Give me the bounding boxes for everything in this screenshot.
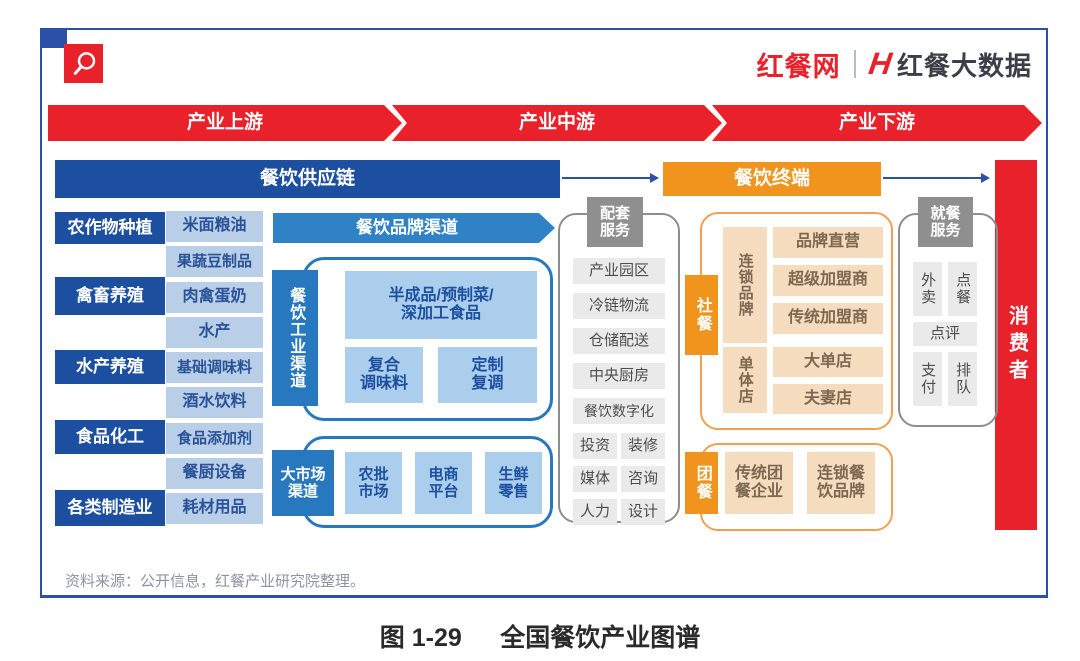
fresh-retail-box: 生鲜 零售: [485, 452, 542, 514]
upstream-product: 食品添加剂: [166, 423, 263, 454]
service-item: 点餐: [948, 262, 977, 316]
connector-line-2: [883, 177, 981, 179]
chain-brand-tab: 连锁品牌: [723, 227, 767, 343]
compound-seasoning-box: 复合 调味料: [345, 347, 423, 403]
social-dining-tab: 社餐: [685, 275, 718, 355]
support-item: 餐饮数字化: [573, 398, 665, 424]
support-item: 中央厨房: [573, 363, 665, 389]
support-item: 冷链物流: [573, 293, 665, 319]
group-dining-tab: 团餐: [685, 452, 718, 514]
upstream-product: 肉禽蛋奶: [166, 282, 263, 313]
brand-direct-box: 品牌直营: [773, 227, 883, 258]
single-store-label: 单体店: [736, 356, 754, 404]
stage-downstream-arrow: 产业下游: [712, 105, 1042, 141]
support-services-header: 配套 服务: [587, 197, 643, 247]
stage-midstream-arrow: 产业中游: [392, 105, 722, 141]
source-note: 资料来源：公开信息，红餐产业研究院整理。: [65, 573, 366, 590]
figure-caption: 图 1-29 全国餐饮产业图谱: [0, 618, 1080, 654]
consumer-label: 消费者: [1005, 304, 1028, 386]
upstream-category: 食品化工: [55, 420, 165, 454]
figure-title: 全国餐饮产业图谱: [500, 624, 701, 652]
hongcan-bigdata-logo-icon: H: [866, 46, 894, 81]
supply-chain-header: 餐饮供应链: [55, 160, 560, 198]
large-store-box: 大单店: [773, 347, 883, 377]
support-item: 仓储配送: [573, 328, 665, 354]
consumer-bar: 消费者: [995, 160, 1037, 530]
traditional-group-box: 传统团 餐企业: [725, 452, 793, 514]
upstream-product: 耗材用品: [166, 493, 263, 524]
upstream-category: 农作物种植: [55, 212, 165, 244]
market-channel-tab: 大市场 渠道: [272, 450, 334, 516]
service-item: 外卖: [913, 262, 942, 316]
hongcan-bigdata-label: 红餐大数据: [896, 50, 1032, 81]
farm-wholesale-box: 农批 市场: [345, 452, 402, 514]
upstream-category: 水产养殖: [55, 350, 165, 384]
stage-upstream-arrow: 产业上游: [48, 105, 402, 141]
brand-divider: [853, 50, 856, 78]
service-item: 点评: [913, 322, 977, 346]
upstream-category: 禽畜养殖: [55, 277, 165, 315]
arrow-right-icon: [981, 173, 990, 183]
hongcanwang-logo: 红餐网: [756, 51, 841, 82]
upstream-product: 米面粮油: [166, 211, 263, 242]
upstream-product: 餐厨设备: [166, 458, 263, 489]
super-franchisee-box: 超级加盟商: [773, 265, 883, 296]
stage-midstream-label: 产业中游: [518, 112, 595, 134]
chain-catering-box: 连锁餐 饮品牌: [807, 452, 875, 514]
service-item: 支付: [913, 352, 942, 406]
support-item: 装修: [621, 433, 665, 459]
upstream-product: 水产: [166, 317, 263, 348]
payment-label: 支付: [919, 362, 937, 396]
support-item: 人力: [573, 499, 617, 525]
takeout-label: 外卖: [919, 272, 937, 306]
custom-seasoning-box: 定制 复调: [438, 347, 537, 403]
support-item: 投资: [573, 433, 617, 459]
dining-services-header: 就餐 服务: [918, 197, 973, 247]
ordering-label: 点餐: [954, 272, 972, 306]
arrow-right-icon: [650, 173, 659, 183]
figure-number: 图 1-29: [379, 624, 462, 652]
magnifier-logo: [64, 44, 103, 83]
stage-downstream-label: 产业下游: [838, 112, 915, 134]
connector-line-1: [562, 177, 650, 179]
stage-upstream-label: 产业上游: [186, 112, 263, 134]
queue-label: 排队: [954, 362, 972, 396]
support-item: 设计: [621, 499, 665, 525]
upstream-product: 果蔬豆制品: [166, 246, 263, 277]
industrial-channel-label: 餐饮工业渠道: [287, 287, 305, 389]
single-store-tab: 单体店: [723, 347, 767, 413]
industrial-channel-tab: 餐饮工业渠道: [272, 270, 318, 406]
group-dining-label: 团餐: [693, 465, 711, 501]
brand-header: 红餐网 H 红餐大数据: [757, 44, 1032, 84]
upstream-product: 酒水饮料: [166, 387, 263, 418]
terminal-header: 餐饮终端: [663, 162, 881, 196]
frame-corner-square: [40, 28, 67, 48]
prepared-food-box: 半成品/预制菜/ 深加工食品: [345, 271, 537, 339]
upstream-category: 各类制造业: [55, 490, 165, 526]
social-dining-label: 社餐: [693, 297, 711, 333]
support-item: 媒体: [573, 466, 617, 492]
chain-brand-label: 连锁品牌: [736, 253, 754, 317]
support-item: 产业园区: [573, 258, 665, 284]
brand-channel-label: 餐饮品牌渠道: [356, 218, 458, 238]
service-item: 排队: [948, 352, 977, 406]
traditional-franchisee-box: 传统加盟商: [773, 303, 883, 334]
magnifier-icon: [73, 51, 95, 75]
ecommerce-box: 电商 平台: [415, 452, 472, 514]
brand-channel-arrow: 餐饮品牌渠道: [273, 213, 555, 243]
family-store-box: 夫妻店: [773, 384, 883, 414]
support-item: 咨询: [621, 466, 665, 492]
upstream-product: 基础调味料: [166, 352, 263, 383]
